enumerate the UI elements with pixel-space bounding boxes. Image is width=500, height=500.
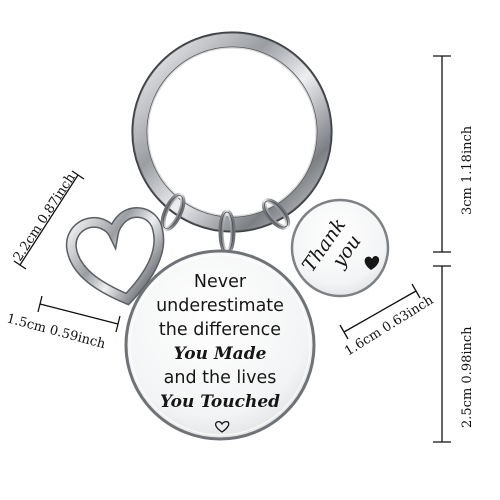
engraving-line-6: You Touched [160, 392, 280, 412]
small-tag-jump-ring [261, 198, 291, 230]
dimension-heart-width [37, 295, 121, 333]
engraving-line-5: and the lives [164, 368, 277, 388]
heart-jump-ring [160, 192, 186, 232]
engraving-line-2: underestimate [156, 296, 284, 316]
heart-charm [65, 207, 165, 306]
small-tag-label: 1.6cm 0.63inch [342, 293, 437, 360]
dimension-main-tag [433, 265, 451, 443]
small-heart-engraving-icon [215, 420, 230, 433]
heart-icon [364, 255, 380, 270]
main-tag-label: 2.5cm 0.98inch [460, 326, 475, 428]
key-ring-label: 3cm 1.18inch [460, 125, 475, 215]
main-tag: Never underestimate the difference You M… [124, 249, 316, 441]
dimension-heart-height [13, 170, 85, 270]
engraving-line-4: You Made [174, 344, 267, 364]
key-ring [131, 31, 333, 233]
engraving-line-1: Never [194, 272, 247, 292]
dimension-small-tag [339, 283, 421, 340]
engraving-line-3: the difference [159, 320, 281, 340]
thank-you-tag: Thank you [290, 198, 390, 298]
dimension-key-ring [433, 55, 451, 253]
